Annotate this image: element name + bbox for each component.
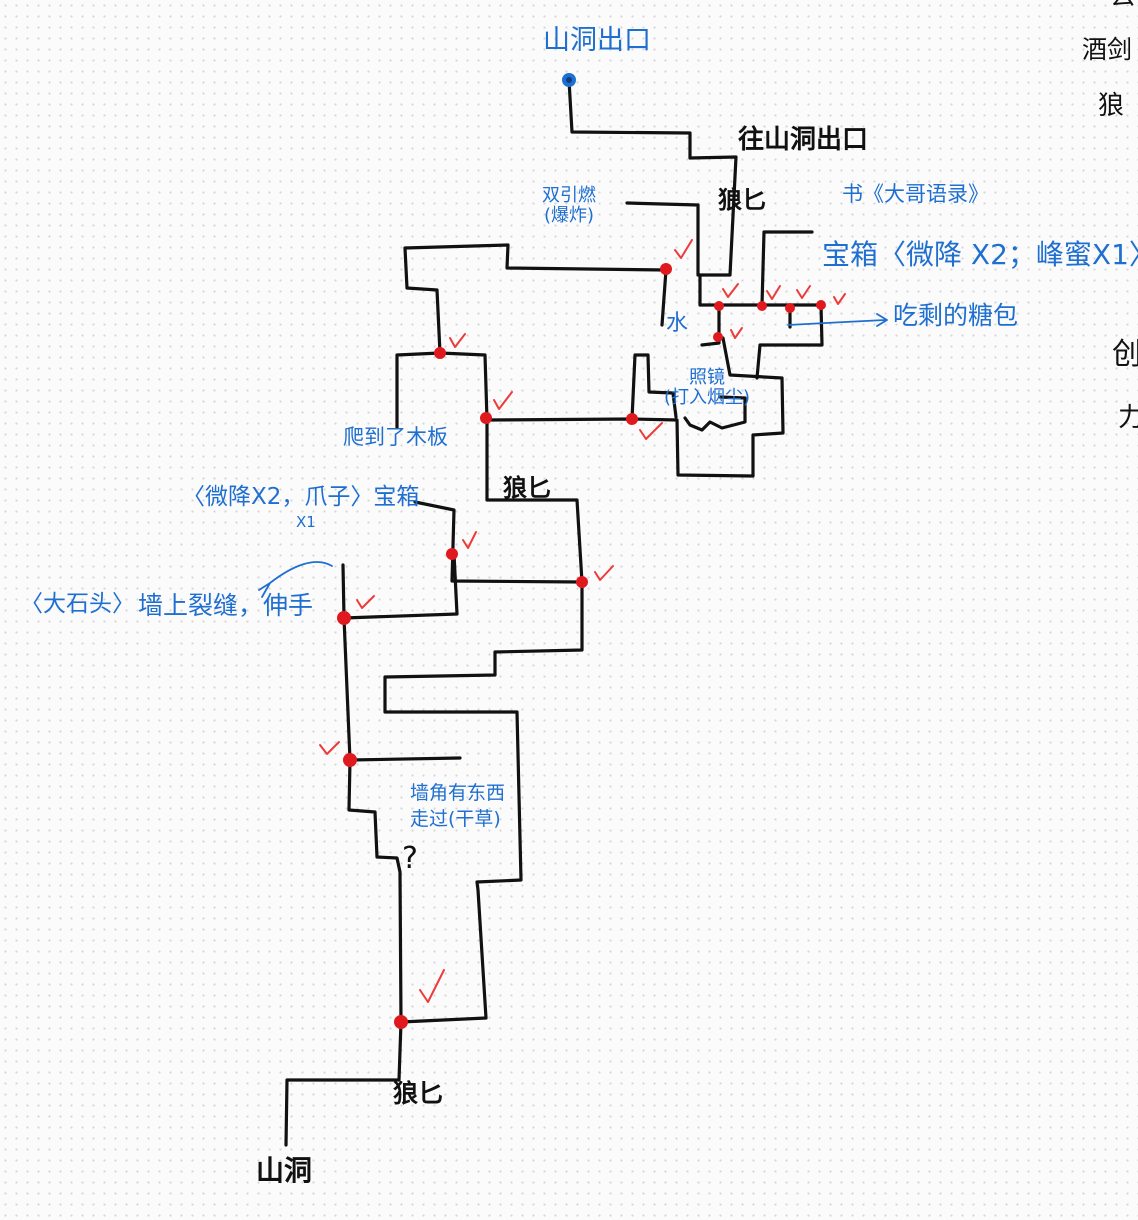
crack-items-label: 〈大石头〉 bbox=[20, 591, 135, 617]
node bbox=[576, 576, 588, 588]
node bbox=[660, 263, 672, 275]
chest-left-label: 〈微降X2，爪子〉宝箱 bbox=[182, 484, 420, 510]
node bbox=[446, 548, 458, 560]
edge-text-4: 创 bbox=[1112, 337, 1138, 372]
node bbox=[626, 413, 638, 425]
maze-paths bbox=[284, 78, 824, 1147]
start-marker-core bbox=[566, 77, 572, 83]
checkmark-icon bbox=[449, 333, 466, 348]
node bbox=[757, 301, 767, 311]
wolf-label-mid: 狼匕 bbox=[503, 474, 551, 502]
checkmark-icon bbox=[462, 531, 477, 549]
edge-text-2: 酒剑 bbox=[1082, 35, 1133, 64]
cave-label: 山洞 bbox=[256, 1154, 313, 1187]
node bbox=[785, 303, 795, 313]
node bbox=[714, 301, 724, 311]
arrow-to-candy bbox=[787, 313, 888, 327]
node bbox=[713, 332, 723, 342]
checkmark-icon bbox=[730, 327, 743, 339]
mirror-label: 照镜 (打入烟尘) bbox=[664, 367, 751, 408]
waypoint-nodes bbox=[337, 263, 826, 1029]
edge-text-5: 力 bbox=[1118, 403, 1138, 433]
book-label: 书《大哥语录》 bbox=[842, 182, 989, 206]
node bbox=[394, 1015, 408, 1029]
node bbox=[337, 611, 351, 625]
wall-corner-label: 墙角有东西 走过(干草) bbox=[410, 782, 506, 830]
checkmark-icon bbox=[419, 969, 445, 1003]
wall-crack-label: 墙上裂缝，伸手 bbox=[138, 591, 314, 620]
checkmark-icon bbox=[356, 595, 375, 609]
node bbox=[480, 412, 492, 424]
plank-label: 爬到了木板 bbox=[343, 425, 448, 449]
checkmark-icon bbox=[493, 391, 513, 410]
arrow-to-wall-crack bbox=[258, 561, 333, 598]
edge-text-3: 狼 bbox=[1098, 91, 1125, 121]
checkmark-icon bbox=[796, 285, 811, 299]
question-mark: ? bbox=[402, 841, 418, 876]
checkmark-icon bbox=[319, 741, 340, 755]
edge-text-1: 去 bbox=[1110, 0, 1136, 11]
checkmark-icon bbox=[639, 422, 663, 440]
water-label: 水 bbox=[666, 311, 689, 336]
cave-exit-label: 山洞出口 bbox=[543, 25, 651, 56]
checkmark-icon bbox=[833, 293, 846, 305]
checkmarks bbox=[319, 239, 846, 1003]
double-fuse-label: 双引燃 (爆炸) bbox=[542, 185, 596, 226]
node bbox=[816, 300, 826, 310]
wolf-label-bottom: 狼匕 bbox=[393, 1079, 444, 1108]
wolf-label-top: 狼匕 bbox=[718, 186, 766, 214]
node bbox=[434, 347, 446, 359]
annotation-arrows bbox=[258, 313, 888, 598]
chest-left-count: X1 bbox=[296, 513, 316, 531]
checkmark-icon bbox=[766, 285, 781, 300]
checkmark-icon bbox=[594, 565, 614, 581]
node bbox=[343, 753, 357, 767]
checkmark-icon bbox=[674, 239, 693, 259]
to-cave-exit-label: 往山洞出口 bbox=[738, 125, 869, 155]
eaten-candy-label: 吃剩的糖包 bbox=[893, 301, 1019, 330]
checkmark-icon bbox=[722, 283, 739, 298]
chest-top-label: 宝箱〈微降 X2；峰蜜X1〉 bbox=[822, 238, 1138, 271]
